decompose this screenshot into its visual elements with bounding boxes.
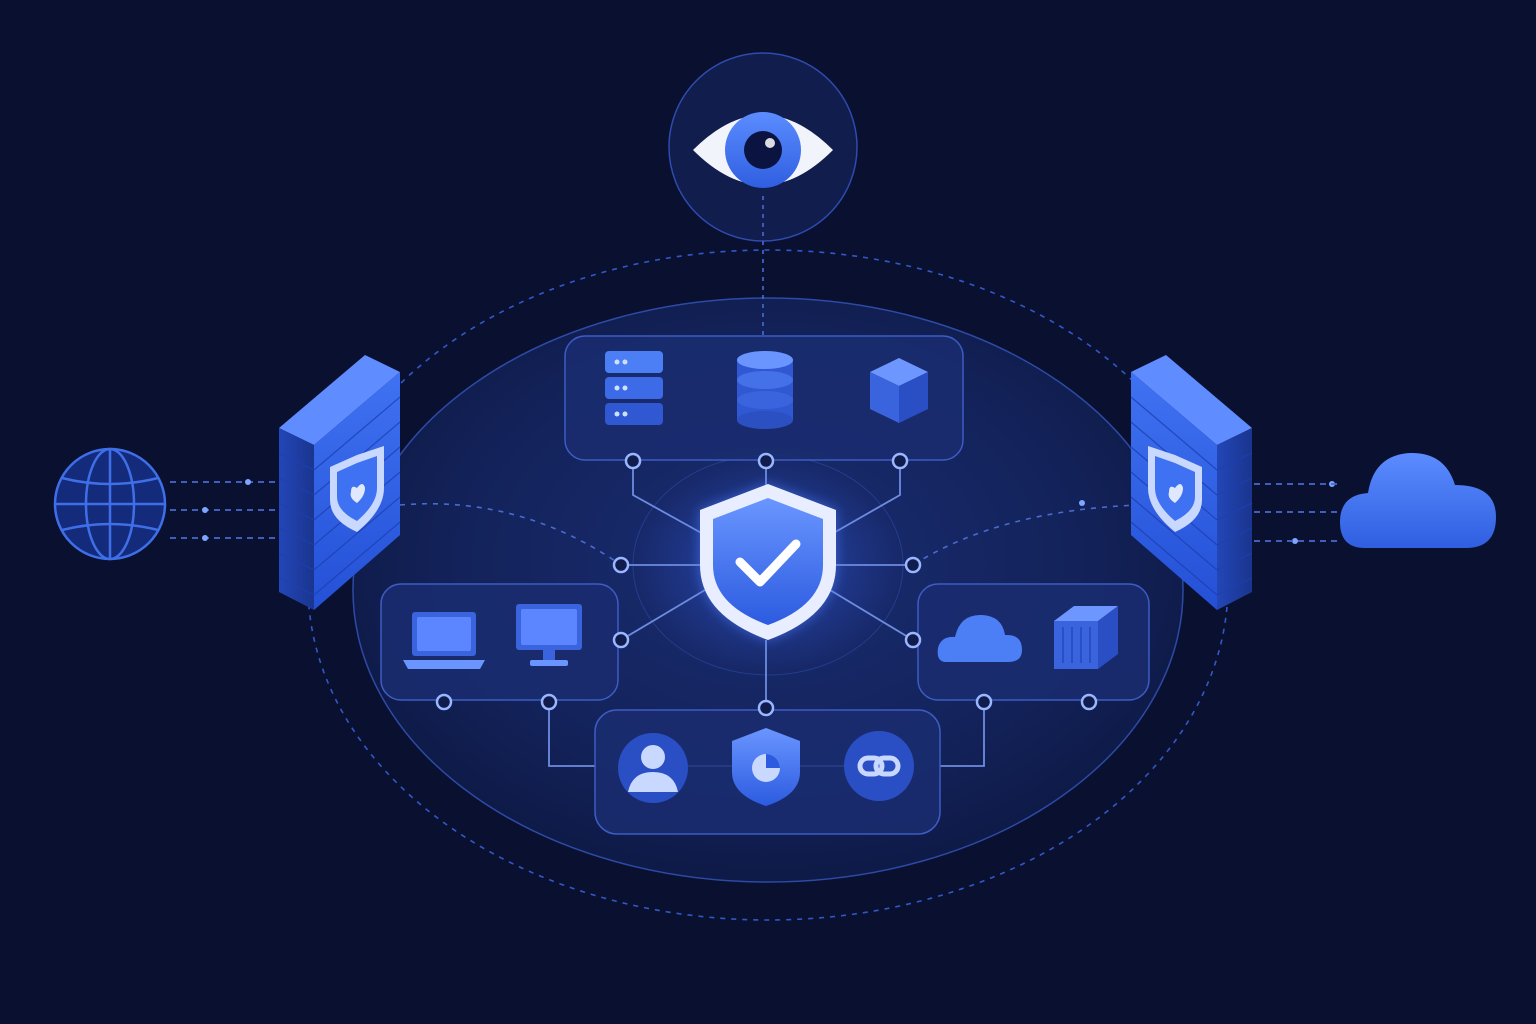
node-dot — [1080, 693, 1098, 711]
container-icon — [1054, 606, 1118, 669]
shield-pie-icon — [732, 728, 800, 806]
cloud-group-panel — [917, 583, 1150, 701]
cloud-links — [1254, 483, 1340, 542]
firewall-side — [279, 428, 314, 610]
globe-icon — [53, 447, 167, 561]
right-firewall — [1130, 355, 1253, 610]
shield-icon — [1148, 446, 1202, 532]
cloud-icon — [937, 614, 1022, 662]
internet-node — [53, 447, 167, 561]
node-dot — [757, 452, 775, 470]
external-cloud-node — [1340, 452, 1496, 548]
link-icon — [844, 731, 914, 801]
node-dot — [757, 699, 775, 717]
node-dot — [904, 556, 922, 574]
node-dot — [435, 693, 453, 711]
node-dot — [612, 631, 630, 649]
monitoring-node — [668, 52, 858, 242]
left-firewall — [278, 355, 401, 610]
firewall-top — [1131, 355, 1252, 445]
firewall-side — [1217, 428, 1252, 610]
identity-group-panel — [594, 709, 941, 835]
shield-check-icon — [700, 484, 836, 640]
firewall-top — [279, 355, 400, 445]
shield-icon — [330, 446, 384, 532]
eye-icon — [693, 112, 833, 188]
node-dot — [975, 693, 993, 711]
node-dot — [612, 556, 630, 574]
endpoint-group-panel — [380, 583, 619, 701]
central-security-node — [700, 484, 836, 640]
user-icon — [618, 733, 688, 803]
traffic-dots — [202, 479, 1335, 544]
node-dot — [540, 693, 558, 711]
server-icon — [605, 351, 663, 425]
laptop-icon — [403, 612, 485, 669]
firewall-links — [399, 502, 1141, 566]
connection-nodes — [435, 452, 1098, 717]
internet-links — [170, 481, 278, 539]
cube-icon — [870, 358, 928, 423]
data-group-panel — [564, 335, 964, 461]
node-dot — [624, 452, 642, 470]
database-icon — [737, 351, 793, 429]
node-dot — [891, 452, 909, 470]
cloud-icon — [1340, 452, 1496, 548]
node-dot — [904, 631, 922, 649]
monitor-icon — [516, 604, 582, 666]
